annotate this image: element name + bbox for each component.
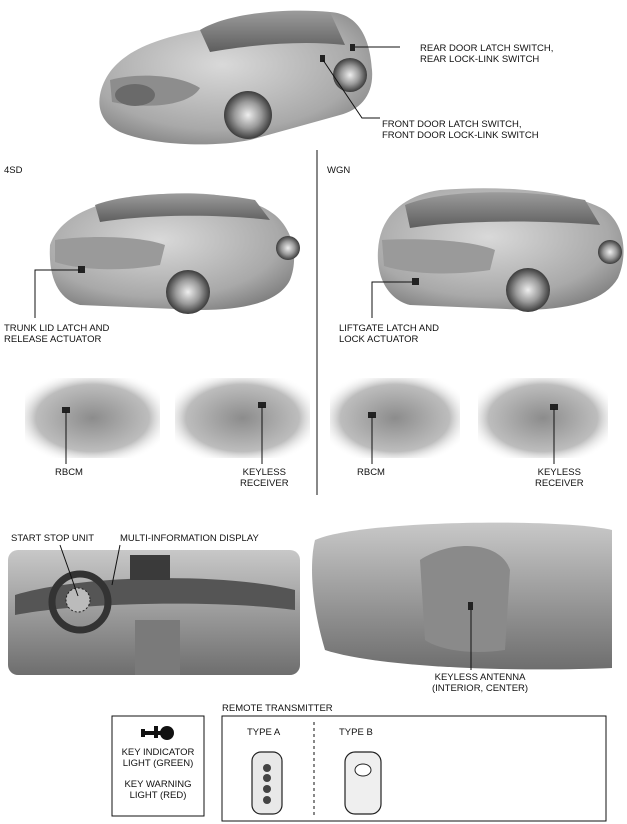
fob-type-b-illustration [344, 751, 382, 815]
front-car-illustration [99, 10, 373, 145]
liftgate-line-1: LIFTGATE LATCH AND [339, 323, 439, 334]
trunk-line-1: TRUNK LID LATCH AND [4, 323, 110, 334]
wagon-cargo-right-illustration [478, 378, 608, 458]
sedan-rear-illustration [49, 193, 300, 314]
key-warning-line-1: KEY WARNING [124, 779, 192, 790]
cabin-interior-illustration [312, 522, 612, 670]
trunk-line-2: RELEASE ACTUATOR [4, 334, 102, 345]
front-door-leader [322, 59, 380, 119]
keyless-left-line-2: RECEIVER [240, 478, 289, 489]
keyless-left-line-1: KEYLESS [242, 467, 286, 478]
antenna-line-1: KEYLESS ANTENNA [434, 672, 526, 683]
keyless-right-line-1: KEYLESS [537, 467, 581, 478]
key-warning-line-2: LIGHT (RED) [129, 790, 187, 801]
keyless-right-line-2: RECEIVER [535, 478, 584, 489]
key-indicator-line-2: LIGHT (GREEN) [122, 758, 194, 769]
rear-door-switch-label: REAR DOOR LATCH SWITCH, REAR LOCK-LINK S… [420, 43, 553, 65]
front-door-switch-label: FRONT DOOR LATCH SWITCH, FRONT DOOR LOCK… [382, 119, 539, 141]
remote-transmitter-title: REMOTE TRANSMITTER [222, 703, 333, 714]
sedan-trunk-left-illustration [25, 378, 160, 458]
liftgate-leader [371, 281, 412, 318]
wagon-heading: WGN [327, 165, 351, 176]
front-door-line-2: FRONT DOOR LOCK-LINK SWITCH [382, 130, 539, 141]
rear-door-line-1: REAR DOOR LATCH SWITCH, [420, 43, 554, 54]
liftgate-line-2: LOCK ACTUATOR [339, 334, 419, 345]
wagon-rear-illustration [377, 188, 624, 312]
sedan-trunk-right-illustration [175, 378, 310, 458]
type-a-label: TYPE A [247, 727, 281, 738]
liftgate-actuator-label: LIFTGATE LATCH AND LOCK ACTUATOR [339, 323, 439, 345]
keyless-receiver-right-label: KEYLESS RECEIVER [535, 467, 584, 489]
sedan-heading: 4SD [4, 165, 23, 176]
keyless-antenna-label: KEYLESS ANTENNA (INTERIOR, CENTER) [432, 672, 528, 694]
trunk-leader [34, 269, 80, 318]
dashboard-illustration [8, 550, 300, 675]
key-warning-label: KEY WARNING LIGHT (RED) [116, 779, 200, 801]
trunk-actuator-label: TRUNK LID LATCH AND RELEASE ACTUATOR [4, 323, 109, 345]
front-door-line-1: FRONT DOOR LATCH SWITCH, [382, 119, 522, 130]
type-b-label: TYPE B [339, 727, 373, 738]
fob-type-a-illustration [251, 751, 283, 815]
remote-transmitter-box [221, 715, 607, 822]
rbcm-left-label: RBCM [55, 467, 83, 478]
antenna-line-2: (INTERIOR, CENTER) [432, 683, 529, 694]
key-indicator-icon [141, 726, 174, 740]
multi-information-display-label: MULTI-INFORMATION DISPLAY [120, 533, 259, 544]
wagon-cargo-left-illustration [330, 378, 460, 458]
key-indicator-line-1: KEY INDICATOR [121, 747, 195, 758]
start-stop-unit-label: START STOP UNIT [11, 533, 95, 544]
rbcm-right-label: RBCM [357, 467, 385, 478]
keyless-receiver-left-label: KEYLESS RECEIVER [240, 467, 289, 489]
rear-door-line-2: REAR LOCK-LINK SWITCH [420, 54, 540, 65]
key-indicator-label: KEY INDICATOR LIGHT (GREEN) [116, 747, 200, 769]
